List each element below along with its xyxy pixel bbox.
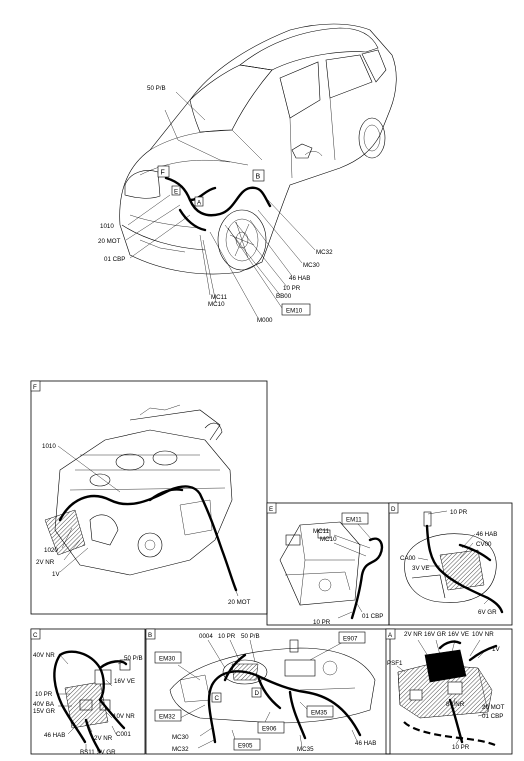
a-label-psf1: PSF1	[387, 660, 403, 667]
c-label-10vnr: 10V NR	[113, 713, 135, 720]
label-m000: M000	[257, 317, 273, 324]
d-label-cv00: CV00	[476, 541, 492, 548]
svg-text:A: A	[197, 200, 202, 207]
view-marker-a[interactable]: A	[194, 196, 204, 207]
c-label-40vba: 40V BA	[33, 701, 55, 708]
main-labels: 50 P/B 1010 20 MOT 01 CBP MC32 MC30 46 H…	[98, 85, 333, 324]
a-label-10vnr: 10V NR	[472, 631, 494, 638]
c-label-16vve: 16V VE	[114, 678, 135, 685]
detail-a: A 2V NR 16V GR 16V VE 10V NR 1V PSF1 8V …	[385, 628, 513, 755]
a-label-10pr: 10 PR	[452, 744, 470, 751]
e-label-mc10: MC10	[320, 536, 337, 543]
b-label-mc32: MC32	[172, 746, 189, 753]
detail-d: D 10 PR 46 HAB CV00 3V VE CA00 6V GR	[388, 502, 513, 626]
detail-c: C 40V NR 50 P/B 16V VE 10 PR 40V BA 15V …	[30, 628, 146, 756]
b-label-10pr: 10 PR	[218, 633, 236, 640]
d-label-3vve: 3V VE	[412, 565, 430, 572]
label-bb00: BB00	[276, 293, 292, 300]
b-label-e905: E905	[238, 743, 253, 750]
f-label-1020: 1020	[44, 547, 58, 554]
d-label-10pr: 10 PR	[450, 509, 468, 516]
svg-text:C: C	[33, 632, 38, 639]
a-label-20mot: 20 MOT	[482, 704, 505, 711]
c-label-15vgr: 15V GR	[33, 708, 56, 715]
b-label-c: C	[215, 695, 220, 702]
a-label-2vnr: 2V NR	[404, 631, 423, 638]
label-50pb: 50 P/B	[147, 85, 166, 92]
c-label-c001: C001	[116, 731, 131, 738]
f-label-1v: 1V	[52, 571, 60, 578]
c-label-2vnr: 2V NR	[94, 735, 113, 742]
label-mc11: MC11	[211, 294, 228, 301]
f-label-20mot: 20 MOT	[228, 599, 251, 606]
c-label-bs11: BS11	[80, 749, 95, 756]
a-label-16vgr: 16V GR	[424, 631, 447, 638]
label-mc32: MC32	[316, 249, 333, 256]
f-label-2vnr: 2V NR	[36, 559, 55, 566]
label-1010: 1010	[100, 223, 114, 230]
b-label-e907: E907	[343, 636, 358, 643]
c-label-46hab: 46 HAB	[44, 732, 65, 739]
b-label-0004: 0004	[199, 633, 213, 640]
svg-text:B: B	[256, 174, 261, 181]
b-label-50pb: 50 P/B	[241, 633, 260, 640]
e-label-01cbp: 01 CBP	[362, 613, 383, 620]
label-01cbp: 01 CBP	[104, 256, 125, 263]
d-label-ca00: CA00	[400, 555, 416, 562]
label-46hab: 46 HAB	[289, 275, 310, 282]
b-label-em35: EM35	[311, 710, 328, 717]
a-label-01cbp: 01 CBP	[482, 713, 503, 720]
a-label-1v: 1V	[492, 646, 500, 653]
e-label-mc11: MC11	[313, 528, 330, 535]
label-em10: EM10	[286, 308, 303, 315]
label-20mot: 20 MOT	[98, 238, 121, 245]
c-label-2vgr: 2V GR	[97, 749, 116, 756]
a-label-8vnr: 8V NR	[446, 701, 465, 708]
b-label-mc30: MC30	[172, 734, 189, 741]
e-label-em11: EM11	[346, 517, 362, 524]
detail-f: F 1010 1020 2V NR 1V 20 MOT	[30, 380, 268, 615]
svg-text:A: A	[388, 632, 393, 639]
svg-text:B: B	[148, 632, 152, 639]
main-leaders	[125, 91, 316, 319]
e-label-10pr: 10 PR	[313, 619, 331, 626]
detail-b: B C D 0004 10 PR 50 P/B	[145, 628, 391, 755]
b-label-e906: E906	[262, 726, 277, 733]
c-label-10pr: 10 PR	[35, 691, 53, 698]
b-label-46hab: 46 HAB	[355, 740, 376, 747]
b-label-em32: EM32	[159, 714, 176, 721]
d-label-46hab: 46 HAB	[476, 531, 497, 538]
c-label-50pb: 50 P/B	[124, 655, 143, 662]
label-mc30: MC30	[303, 262, 320, 269]
c-label-40vnr: 40V NR	[33, 652, 55, 659]
svg-text:F: F	[33, 384, 37, 391]
a-label-16vve: 16V VE	[448, 631, 469, 638]
b-label-d: D	[255, 690, 260, 697]
view-marker-b[interactable]: B	[252, 169, 265, 182]
svg-text:D: D	[391, 506, 396, 513]
b-label-mc35: MC35	[297, 746, 314, 753]
label-10pr: 10 PR	[283, 285, 301, 292]
f-label-1010: 1010	[42, 443, 56, 450]
svg-text:E: E	[174, 189, 178, 196]
detail-e: E EM11 MC11 MC10 10 PR 01 CBP	[266, 502, 390, 626]
view-marker-f[interactable]: F	[157, 165, 170, 178]
view-marker-e[interactable]: E	[171, 185, 181, 196]
b-label-em30: EM30	[159, 656, 176, 663]
svg-text:F: F	[161, 170, 165, 177]
label-mc10: MC10	[208, 301, 225, 308]
d-label-6vgr: 6V GR	[478, 609, 497, 616]
svg-text:E: E	[269, 506, 273, 513]
main-car-view	[119, 23, 397, 275]
